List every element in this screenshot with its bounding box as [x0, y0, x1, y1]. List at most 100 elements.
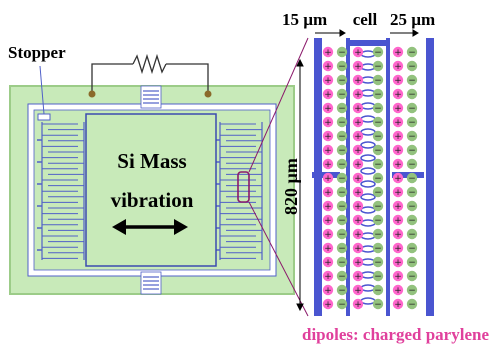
positive-dipole: + — [392, 242, 404, 254]
positive-dipole: + — [392, 186, 404, 198]
plus-sign: + — [354, 104, 362, 114]
positive-dipole: + — [392, 46, 404, 58]
plus-sign: + — [394, 104, 402, 114]
minus-sign: − — [374, 258, 382, 268]
minus-sign: − — [408, 230, 416, 240]
vibration-arrow-icon — [112, 219, 188, 235]
negative-dipole: − — [406, 158, 418, 170]
negative-dipole: − — [336, 200, 348, 212]
plus-sign: + — [394, 230, 402, 240]
electrode-bar — [386, 38, 390, 316]
minus-sign: − — [374, 244, 382, 254]
plus-sign: + — [354, 202, 362, 212]
negative-dipole: − — [372, 242, 384, 254]
plus-sign: + — [324, 174, 332, 184]
plus-sign: + — [394, 48, 402, 58]
positive-dipole: + — [322, 130, 334, 142]
negative-dipole: − — [336, 186, 348, 198]
positive-dipole: + — [352, 172, 364, 184]
negative-dipole: − — [372, 298, 384, 310]
plus-sign: + — [394, 132, 402, 142]
negative-dipole: − — [372, 88, 384, 100]
negative-dipole: − — [336, 270, 348, 282]
minus-sign: − — [338, 146, 346, 156]
positive-dipole: + — [392, 298, 404, 310]
negative-dipole: − — [336, 284, 348, 296]
dim-25um-label: 25 µm — [390, 10, 435, 29]
negative-dipole: − — [372, 228, 384, 240]
minus-sign: − — [408, 160, 416, 170]
negative-dipole: − — [406, 186, 418, 198]
minus-sign: − — [374, 188, 382, 198]
minus-sign: − — [374, 48, 382, 58]
positive-dipole: + — [392, 214, 404, 226]
positive-dipole: + — [392, 60, 404, 72]
electrode-bridge — [346, 40, 390, 46]
negative-dipole: − — [406, 270, 418, 282]
positive-dipole: + — [392, 284, 404, 296]
positive-dipole: + — [392, 88, 404, 100]
negative-dipole: − — [406, 144, 418, 156]
minus-sign: − — [374, 146, 382, 156]
minus-sign: − — [408, 174, 416, 184]
negative-dipole: − — [336, 158, 348, 170]
positive-dipole: + — [322, 200, 334, 212]
plus-sign: + — [324, 230, 332, 240]
plus-sign: + — [394, 272, 402, 282]
zoom-line-bottom — [248, 201, 309, 317]
positive-dipole: + — [392, 228, 404, 240]
plus-sign: + — [394, 76, 402, 86]
minus-sign: − — [408, 90, 416, 100]
minus-sign: − — [338, 230, 346, 240]
minus-sign: − — [374, 104, 382, 114]
positive-dipole: + — [352, 144, 364, 156]
terminal-right — [204, 90, 212, 98]
minus-sign: − — [374, 132, 382, 142]
minus-sign: − — [408, 146, 416, 156]
vibration-label: vibration — [111, 188, 194, 212]
negative-dipole: − — [372, 102, 384, 114]
positive-dipole: + — [322, 172, 334, 184]
electrode-link — [360, 154, 376, 162]
positive-dipole: + — [322, 256, 334, 268]
stopper-marker — [37, 113, 51, 121]
minus-sign: − — [408, 272, 416, 282]
zoom-line-top — [248, 37, 309, 173]
negative-dipole: − — [336, 116, 348, 128]
cell-label: cell — [353, 10, 378, 29]
plus-sign: + — [324, 146, 332, 156]
negative-dipole: − — [372, 60, 384, 72]
positive-dipole: + — [392, 144, 404, 156]
positive-dipole: + — [352, 102, 364, 114]
minus-sign: − — [338, 90, 346, 100]
negative-dipole: − — [372, 256, 384, 268]
caption: dipoles: charged parylene — [302, 325, 489, 344]
positive-dipole: + — [352, 284, 364, 296]
dimension-arrows — [296, 29, 419, 312]
positive-dipole: + — [352, 186, 364, 198]
plus-sign: + — [324, 132, 332, 142]
stopper-label: Stopper — [8, 43, 66, 62]
negative-dipole: − — [372, 186, 384, 198]
minus-sign: − — [338, 188, 346, 198]
minus-sign: − — [338, 160, 346, 170]
plus-sign: + — [324, 216, 332, 226]
minus-sign: − — [408, 62, 416, 72]
minus-sign: − — [374, 230, 382, 240]
minus-sign: − — [374, 62, 382, 72]
plus-sign: + — [324, 258, 332, 268]
si-mass — [85, 113, 217, 267]
positive-dipole: + — [352, 298, 364, 310]
terminal-left — [88, 90, 96, 98]
plus-sign: + — [394, 62, 402, 72]
negative-dipole: − — [336, 242, 348, 254]
minus-sign: − — [374, 76, 382, 86]
positive-dipole: + — [392, 116, 404, 128]
positive-dipole: + — [352, 270, 364, 282]
minus-sign: − — [338, 48, 346, 58]
plus-sign: + — [354, 272, 362, 282]
minus-sign: − — [338, 272, 346, 282]
dim-820um-label: 820 µm — [281, 158, 301, 215]
negative-dipole: − — [372, 200, 384, 212]
